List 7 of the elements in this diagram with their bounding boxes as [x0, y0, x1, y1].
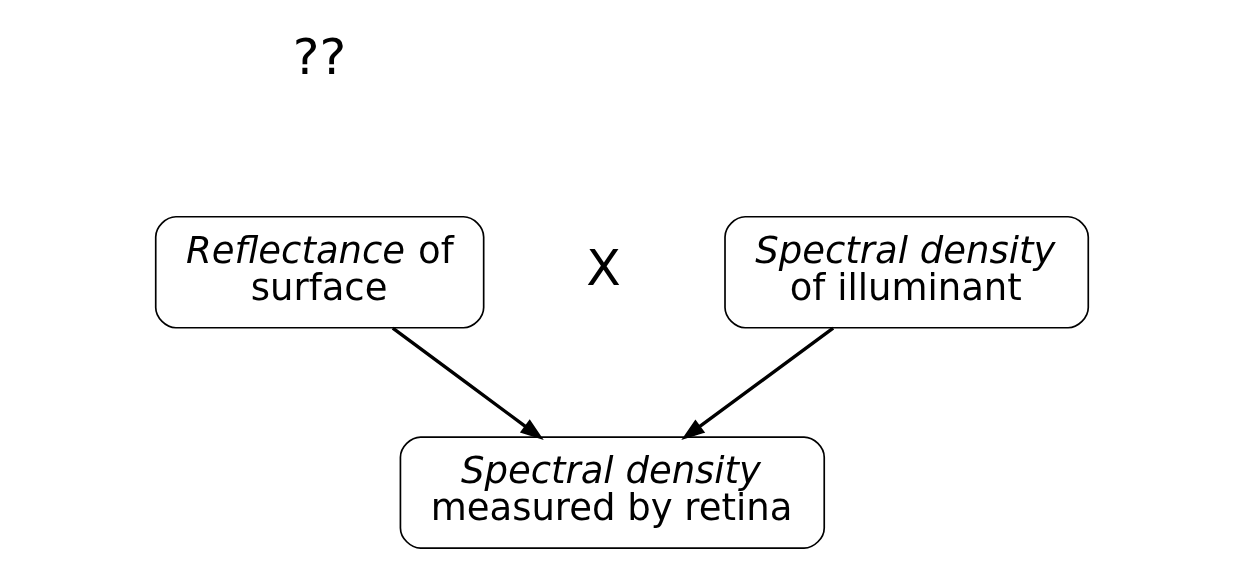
node-box: Spectral density measured by retina — [399, 436, 826, 549]
node-box: Reflectance of surface — [154, 215, 485, 329]
label: X — [586, 237, 621, 297]
arrow — [681, 326, 835, 441]
label: ?? — [292, 26, 347, 86]
node-box: Spectral density of illuminant — [724, 215, 1090, 329]
arrow — [391, 326, 544, 441]
